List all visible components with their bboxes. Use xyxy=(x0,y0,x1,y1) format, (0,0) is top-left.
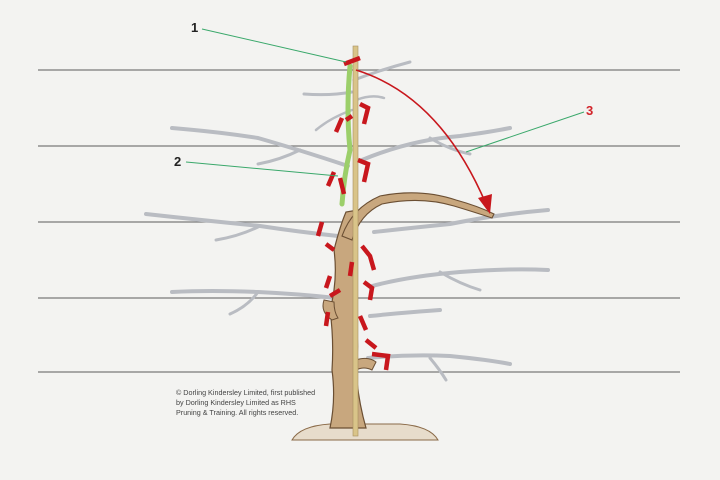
cut-mark xyxy=(325,171,347,195)
callout-label-1: 1 xyxy=(191,20,199,35)
cut-mark xyxy=(360,244,377,271)
pruning-cut-marks xyxy=(315,55,391,371)
cut-mark xyxy=(364,338,391,371)
trunk-spur-right xyxy=(355,357,377,371)
leader-line-3 xyxy=(465,111,585,153)
support-cane xyxy=(352,45,359,437)
ground-mound xyxy=(291,423,439,441)
arched-branch xyxy=(341,192,495,241)
callout-leaders xyxy=(185,28,585,177)
cut-mark xyxy=(315,221,336,252)
bend-arrow xyxy=(355,69,487,205)
leader-line-1 xyxy=(201,28,347,63)
credit-line-2: by Dorling Kindersley Limited as RHS xyxy=(176,398,296,407)
cut-mark xyxy=(362,280,375,301)
bend-arrow-head xyxy=(478,194,492,214)
cut-mark xyxy=(333,114,354,133)
callout-label-2: 2 xyxy=(174,154,182,169)
cut-mark xyxy=(323,288,342,327)
credit-line-1: © Dorling Kindersley Limited, first publ… xyxy=(176,388,316,397)
cut-mark xyxy=(343,55,361,67)
credit-line-3: Pruning & Training. All rights reserved. xyxy=(176,408,299,417)
lateral-branches xyxy=(144,60,550,382)
callout-label-3: 3 xyxy=(586,103,594,118)
leader-line-2 xyxy=(185,161,339,177)
cut-mark xyxy=(358,101,371,125)
cut-mark xyxy=(323,261,355,289)
cut-mark xyxy=(357,157,371,183)
cut-mark xyxy=(357,315,369,331)
copyright-credit: © Dorling Kindersley Limited, first publ… xyxy=(176,388,336,418)
